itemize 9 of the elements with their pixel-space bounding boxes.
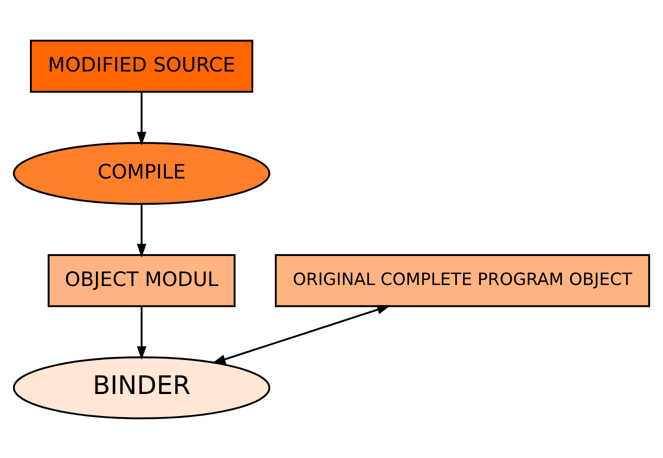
- node-ellipse: BINDER: [12, 356, 270, 419]
- node-box: ORIGINAL COMPLETE PROGRAM OBJECT: [274, 254, 650, 307]
- arrow: [136, 306, 146, 360]
- node-ellipse: COMPILE: [12, 141, 270, 204]
- arrow: [212, 304, 391, 364]
- arrow: [136, 204, 146, 258]
- node-box: MODIFIED SOURCE: [30, 39, 254, 92]
- node-box: OBJECT MODUL: [48, 254, 236, 307]
- arrow: [136, 91, 146, 146]
